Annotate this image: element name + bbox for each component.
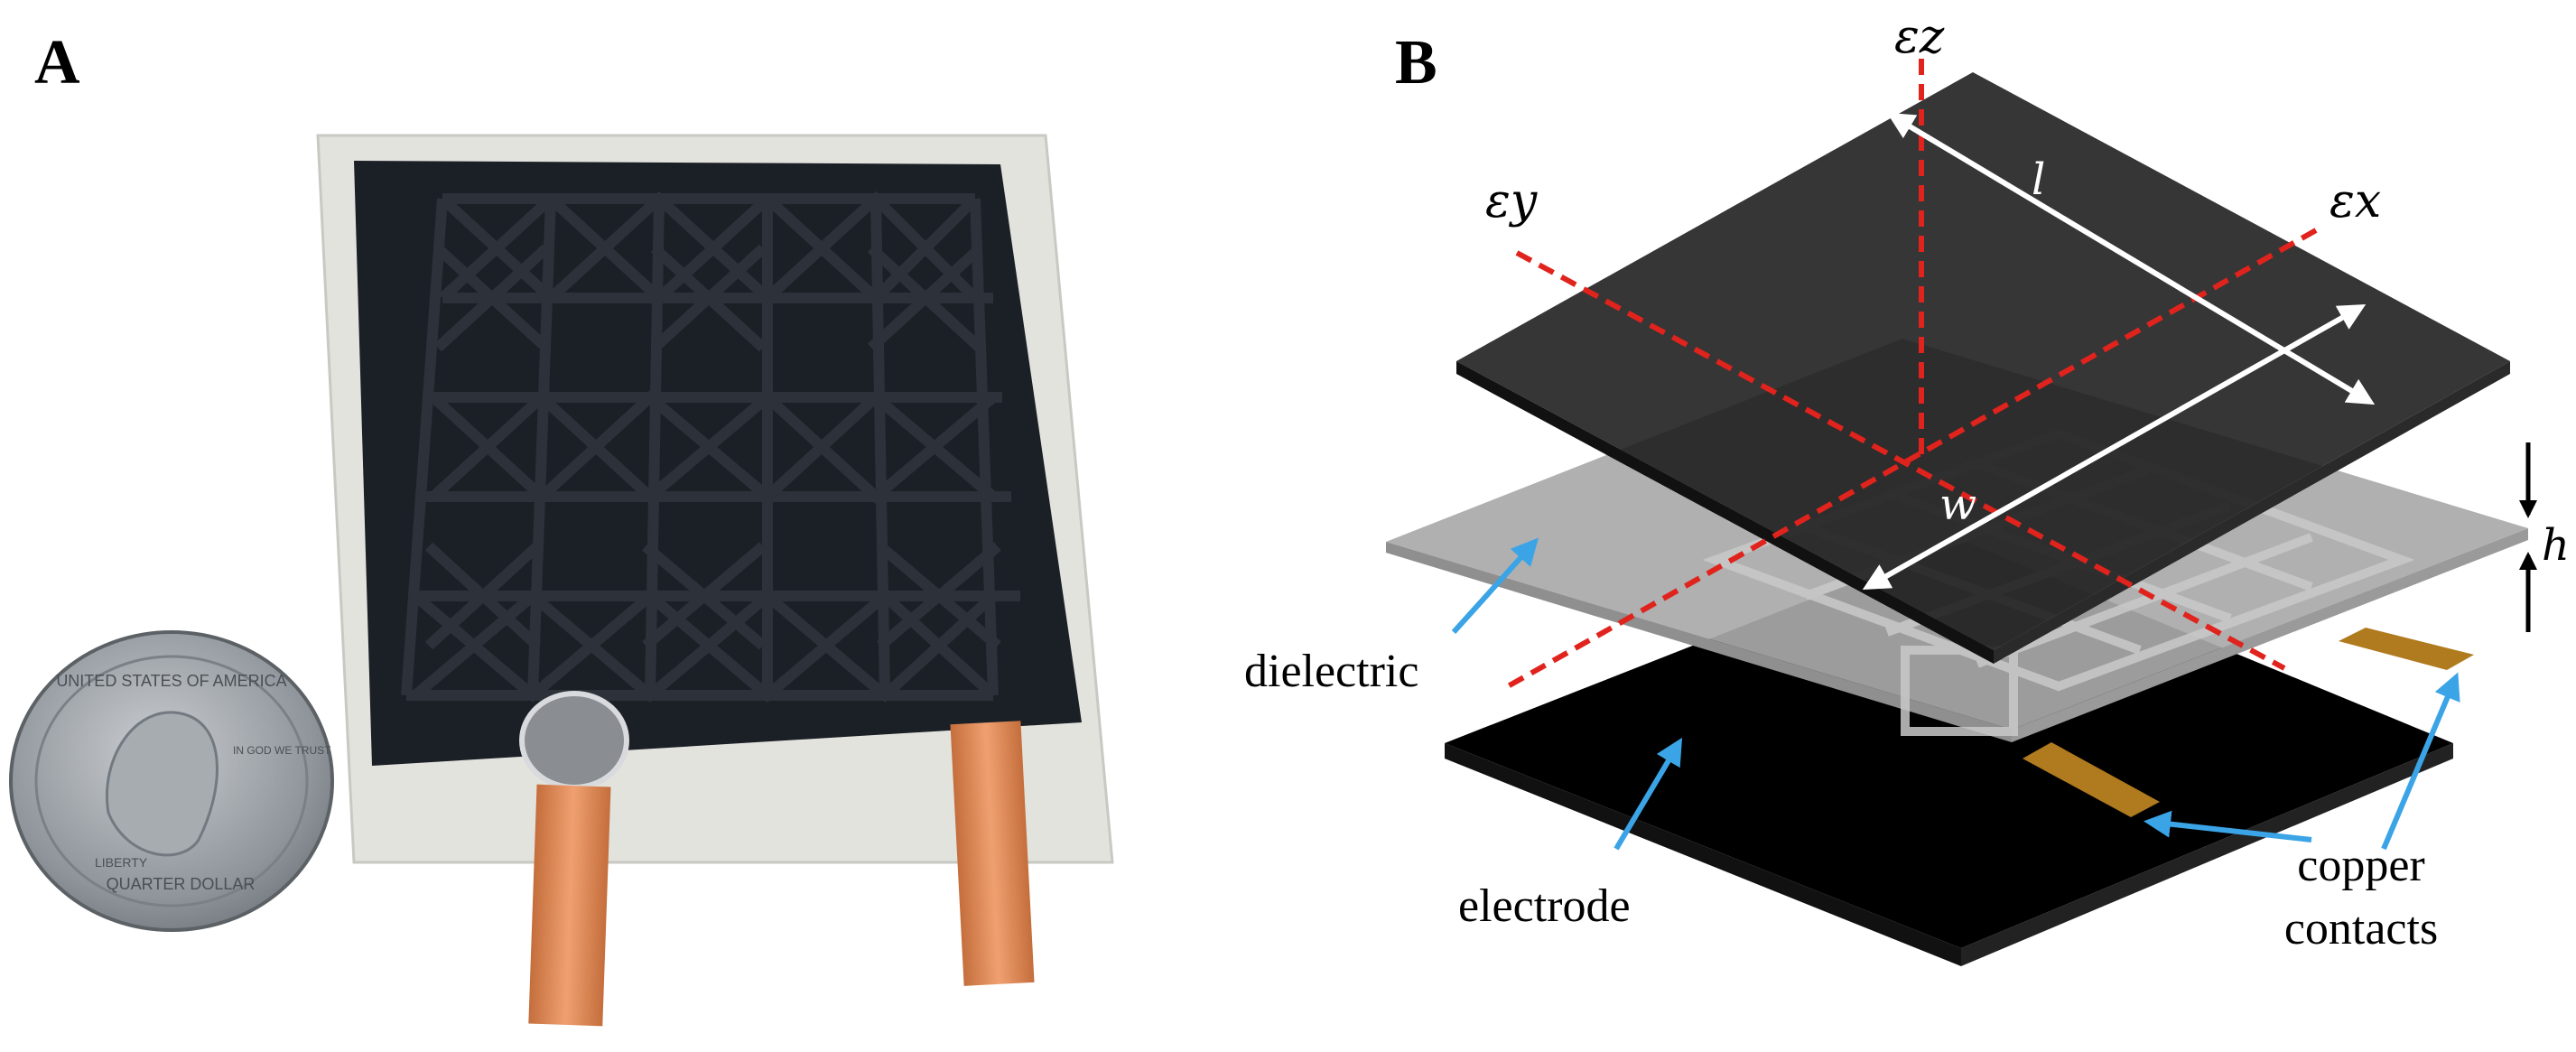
dielectric-callout: dielectric [1244,646,1418,697]
copper-tape-left [528,785,610,1027]
coin-left-text: LIBERTY [95,855,148,870]
quarter-coin: UNITED STATES OF AMERICA QUARTER DOLLAR … [11,632,332,930]
copper-callout-line1: copper [2297,840,2424,891]
sensor-photo [318,135,1112,1026]
coin-top-text: UNITED STATES OF AMERICA [56,672,286,690]
length-label: l [2032,154,2045,205]
panel-label-b: B [1395,28,1437,98]
coin-bottom-text: QUARTER DOLLAR [107,875,256,893]
axis-x-label: εx [2330,174,2381,228]
height-label: h [2542,520,2570,571]
copper-callout-line2: contacts [2284,903,2438,954]
copper-tape-right [950,721,1034,986]
electrode-callout: electrode [1458,880,1631,932]
copper-contact-top [2339,628,2474,670]
panel-label-a: A [34,28,80,98]
axis-y-label: εy [1485,174,1538,228]
axis-z-label: εz [1894,10,1945,64]
silver-epoxy [522,694,627,787]
width-label: w [1939,479,1976,530]
coin-right-text: IN GOD WE TRUST [233,744,331,757]
